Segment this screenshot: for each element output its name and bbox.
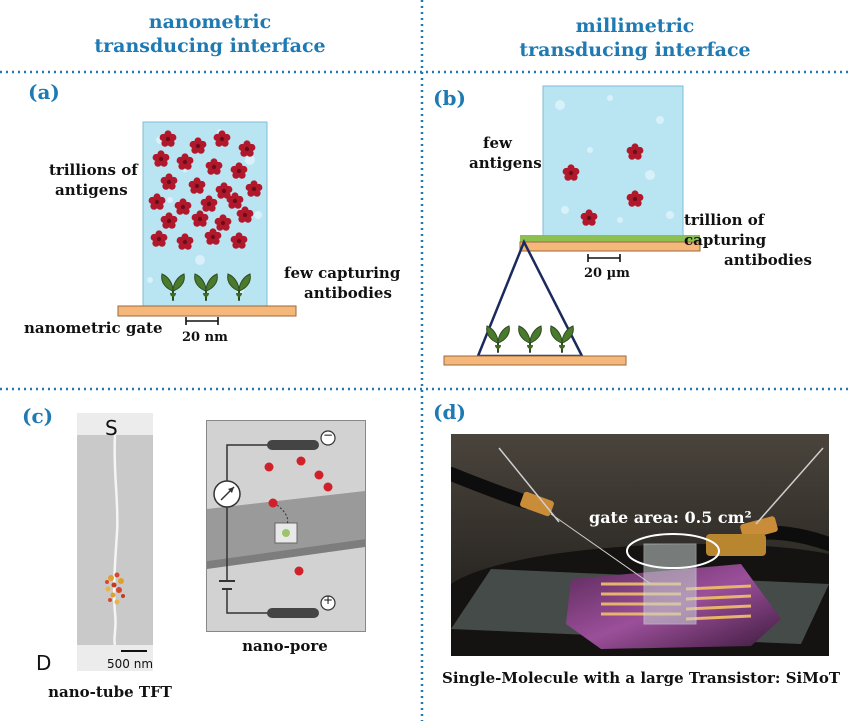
gate-label-a: nanometric gate bbox=[24, 319, 163, 337]
header-nanometric: nanometric transducing interface bbox=[94, 11, 326, 57]
panel-c-label: (c) bbox=[22, 404, 54, 428]
ions bbox=[264, 456, 333, 576]
gate-bar-b-zoom bbox=[443, 355, 627, 366]
antigens-label-a: trillions of antigens bbox=[49, 161, 138, 199]
capture-label-a: few capturing antibodies bbox=[284, 264, 401, 302]
antibodies-b bbox=[485, 324, 575, 355]
panel-a-label: (a) bbox=[28, 80, 60, 104]
left-probe bbox=[498, 447, 560, 523]
panel-a-diagram bbox=[117, 121, 297, 325]
glass-well bbox=[643, 543, 697, 625]
nano-tube-caption: nano-tube TFT bbox=[48, 683, 172, 701]
antigens-label-b: few antigens bbox=[469, 134, 542, 172]
left-cable bbox=[451, 467, 533, 509]
right-probe bbox=[755, 447, 824, 525]
left-connector bbox=[520, 491, 554, 517]
panel-d-label: (d) bbox=[433, 400, 466, 424]
tube-scale-label: 500 nm bbox=[107, 657, 154, 671]
gate-area-ellipse bbox=[626, 533, 720, 569]
drain-letter: D bbox=[36, 651, 52, 675]
nano-pore-image: − + bbox=[206, 420, 366, 632]
capture-label-b: trillion of capturing antibodies bbox=[684, 211, 812, 269]
panel-b-diagram bbox=[443, 85, 701, 366]
top-electrode bbox=[267, 440, 319, 450]
nanotube-wire bbox=[112, 434, 119, 646]
simot-photo bbox=[451, 434, 829, 656]
panel-b-label: (b) bbox=[433, 86, 466, 110]
scale-label-a: 20 nm bbox=[182, 330, 228, 345]
source-letter: S bbox=[105, 416, 118, 440]
front-connector bbox=[706, 534, 766, 556]
gate-bar-b bbox=[519, 241, 701, 252]
gate-area-label: gate area: 0.5 cm² bbox=[589, 508, 752, 527]
right-connector bbox=[740, 516, 778, 540]
nanotube-particles bbox=[105, 572, 125, 605]
scale-label-b: 20 µm bbox=[584, 266, 630, 281]
header-millimetric: millimetric transducing interface bbox=[519, 15, 751, 61]
simot-caption: Single-Molecule with a large Transistor:… bbox=[441, 669, 840, 687]
capture-layer-b bbox=[520, 235, 700, 242]
minus-terminal: − bbox=[322, 428, 334, 442]
nanometric-gate-bar bbox=[117, 305, 297, 317]
scale-bar-b bbox=[587, 254, 621, 262]
bottom-electrode bbox=[267, 608, 319, 618]
circuit-wire bbox=[226, 444, 269, 614]
nano-pore-caption: nano-pore bbox=[242, 637, 328, 655]
scale-bar-a bbox=[185, 317, 219, 325]
nano-tube-image bbox=[77, 413, 153, 671]
plus-terminal: + bbox=[322, 593, 334, 607]
